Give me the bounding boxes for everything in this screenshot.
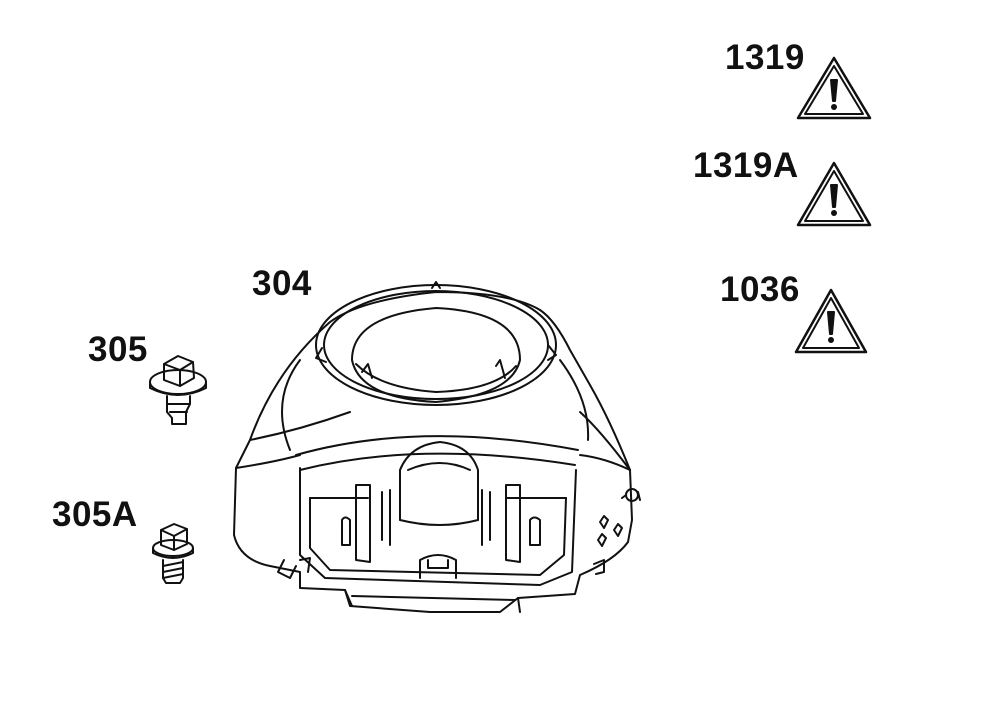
warning-triangle-icon [796,161,872,227]
part-label-304: 304 [252,264,312,303]
hex-flange-screw-icon [149,355,207,425]
warning-triangle-icon [796,56,872,120]
part-label-1036: 1036 [720,270,800,309]
part-label-1319: 1319 [725,38,805,77]
blower-housing-icon [233,281,641,613]
part-label-1319a: 1319A [693,146,799,185]
hex-flange-screw-icon [152,523,194,584]
part-label-305a: 305A [52,495,138,534]
warning-triangle-icon [794,288,868,354]
part-label-305: 305 [88,330,148,369]
